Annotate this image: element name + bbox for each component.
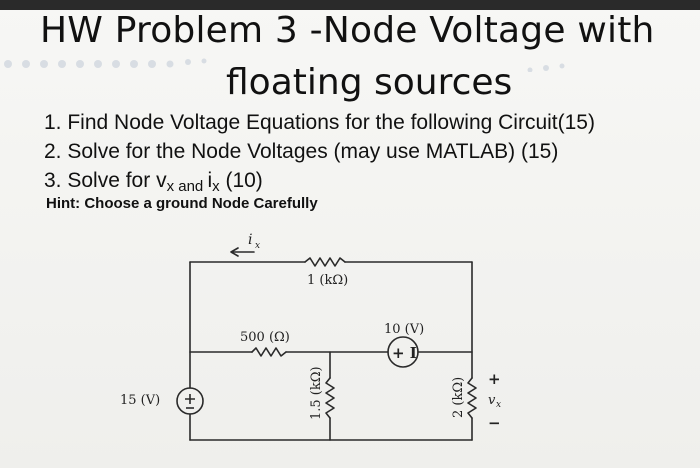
resistor-1-5k <box>325 377 335 419</box>
resistor-1k <box>304 257 346 267</box>
ix-subscript: x <box>212 178 220 195</box>
task-item-2: 2. Solve for the Node Voltages (may use … <box>44 137 595 166</box>
task-item-3: 3. Solve for vx and ix (10) <box>44 166 595 195</box>
task-text-end: (10) <box>219 169 263 192</box>
ix-letter: i <box>207 169 213 192</box>
resistor-2k <box>467 377 477 419</box>
source-15v-plus <box>185 394 195 404</box>
r-15k-label: 1.5 (kΩ) <box>309 366 324 420</box>
and-text: and <box>174 178 208 195</box>
v-floating-label: 10 (V) <box>384 322 424 337</box>
task-number: 2. <box>44 140 62 163</box>
task-text: Find Node Voltage Equations for the foll… <box>67 111 595 134</box>
current-label-sub: x <box>255 241 260 251</box>
r-top-label: 1 (kΩ) <box>307 273 348 288</box>
vx-label-sub: x <box>496 400 501 410</box>
top-bar <box>0 0 700 10</box>
task-text: Solve for the Node Voltages (may use MAT… <box>67 140 559 163</box>
vx-plus: + <box>488 370 501 388</box>
task-item-1: 1. Find Node Voltage Equations for the f… <box>44 108 595 137</box>
r-500-label: 500 (Ω) <box>240 330 290 345</box>
vx-label: v <box>488 393 496 408</box>
r-2k-label: 2 (kΩ) <box>451 377 466 418</box>
task-text: Solve for v <box>67 169 167 192</box>
title-line-2: floating sources <box>226 62 513 103</box>
v-source-label: 15 (V) <box>120 393 160 408</box>
task-number: 1. <box>44 111 62 134</box>
hint-text: Hint: Choose a ground Node Carefully <box>46 195 318 212</box>
task-number: 3. <box>44 169 62 192</box>
vx-minus: − <box>488 414 501 432</box>
voltage-source-10v <box>387 336 419 368</box>
resistor-500 <box>251 347 287 357</box>
current-label: i <box>248 232 252 248</box>
current-arrow-head <box>230 247 239 257</box>
task-list: 1. Find Node Voltage Equations for the f… <box>44 108 595 195</box>
voltage-source-15v <box>176 387 204 415</box>
vx-subscript: x <box>166 178 175 195</box>
floating-source-sign: + I <box>392 344 417 362</box>
title-line-1: HW Problem 3 -Node Voltage with <box>40 10 655 51</box>
